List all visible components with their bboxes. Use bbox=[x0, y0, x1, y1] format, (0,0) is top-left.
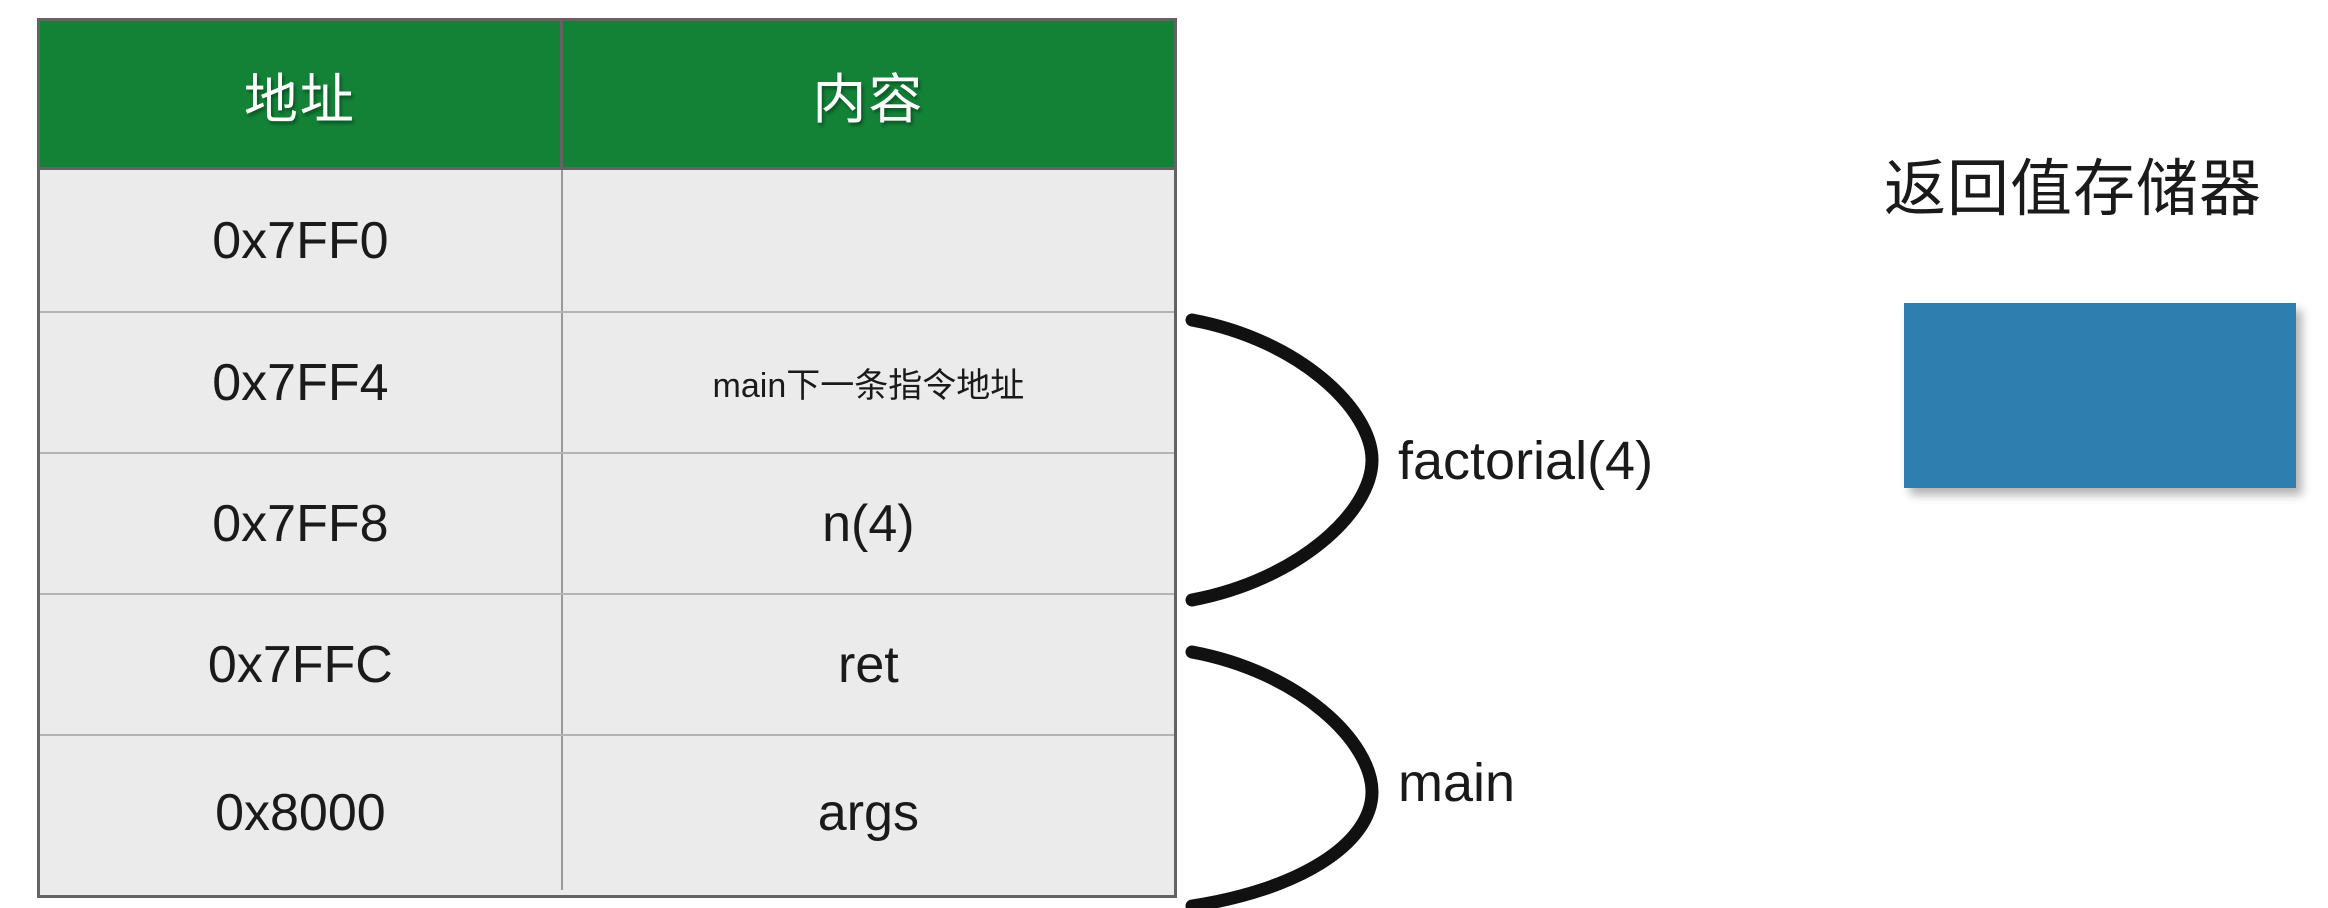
header-cell-address: 地址 bbox=[40, 21, 563, 167]
cell-content: args bbox=[563, 736, 1174, 890]
cell-content: n(4) bbox=[563, 454, 1174, 593]
table-row: 0x8000 args bbox=[40, 734, 1174, 890]
cell-address: 0x7FF4 bbox=[40, 313, 563, 452]
table-header-row: 地址 内容 bbox=[40, 21, 1174, 170]
brace-main-icon bbox=[1185, 645, 1379, 908]
table-row: 0x7FF4 main下一条指令地址 bbox=[40, 311, 1174, 452]
address-value: 0x7FF8 bbox=[212, 494, 389, 553]
cell-address: 0x8000 bbox=[40, 736, 563, 890]
return-value-register-box bbox=[1904, 303, 2296, 488]
table-row: 0x7FFC ret bbox=[40, 593, 1174, 734]
cell-content: ret bbox=[563, 595, 1174, 734]
cell-address: 0x7FF0 bbox=[40, 170, 563, 311]
stack-memory-table: 地址 内容 0x7FF0 0x7FF4 main下一条指令地址 0x7FF8 n… bbox=[37, 18, 1177, 898]
content-value: main下一条指令地址 bbox=[712, 367, 1025, 405]
address-value: 0x7FFC bbox=[207, 635, 393, 694]
header-label-content: 内容 bbox=[812, 69, 925, 130]
cell-content: main下一条指令地址 bbox=[563, 313, 1174, 452]
content-value: n(4) bbox=[822, 494, 915, 553]
content-value: ret bbox=[838, 635, 899, 694]
content-value: args bbox=[817, 784, 919, 842]
header-label-address: 地址 bbox=[243, 69, 356, 130]
brace-factorial-icon bbox=[1185, 313, 1379, 607]
cell-address: 0x7FFC bbox=[40, 595, 563, 734]
frame-label-factorial: factorial(4) bbox=[1398, 431, 1654, 491]
frame-label-main: main bbox=[1398, 753, 1516, 813]
return-value-register-title: 返回值存储器 bbox=[1884, 155, 2263, 224]
cell-address: 0x7FF8 bbox=[40, 454, 563, 593]
header-cell-content: 内容 bbox=[563, 21, 1174, 167]
cell-content bbox=[563, 170, 1174, 311]
address-value: 0x8000 bbox=[215, 784, 386, 842]
table-row: 0x7FF8 n(4) bbox=[40, 452, 1174, 593]
table-row: 0x7FF0 bbox=[40, 170, 1174, 311]
address-value: 0x7FF0 bbox=[212, 211, 389, 270]
address-value: 0x7FF4 bbox=[212, 353, 389, 412]
